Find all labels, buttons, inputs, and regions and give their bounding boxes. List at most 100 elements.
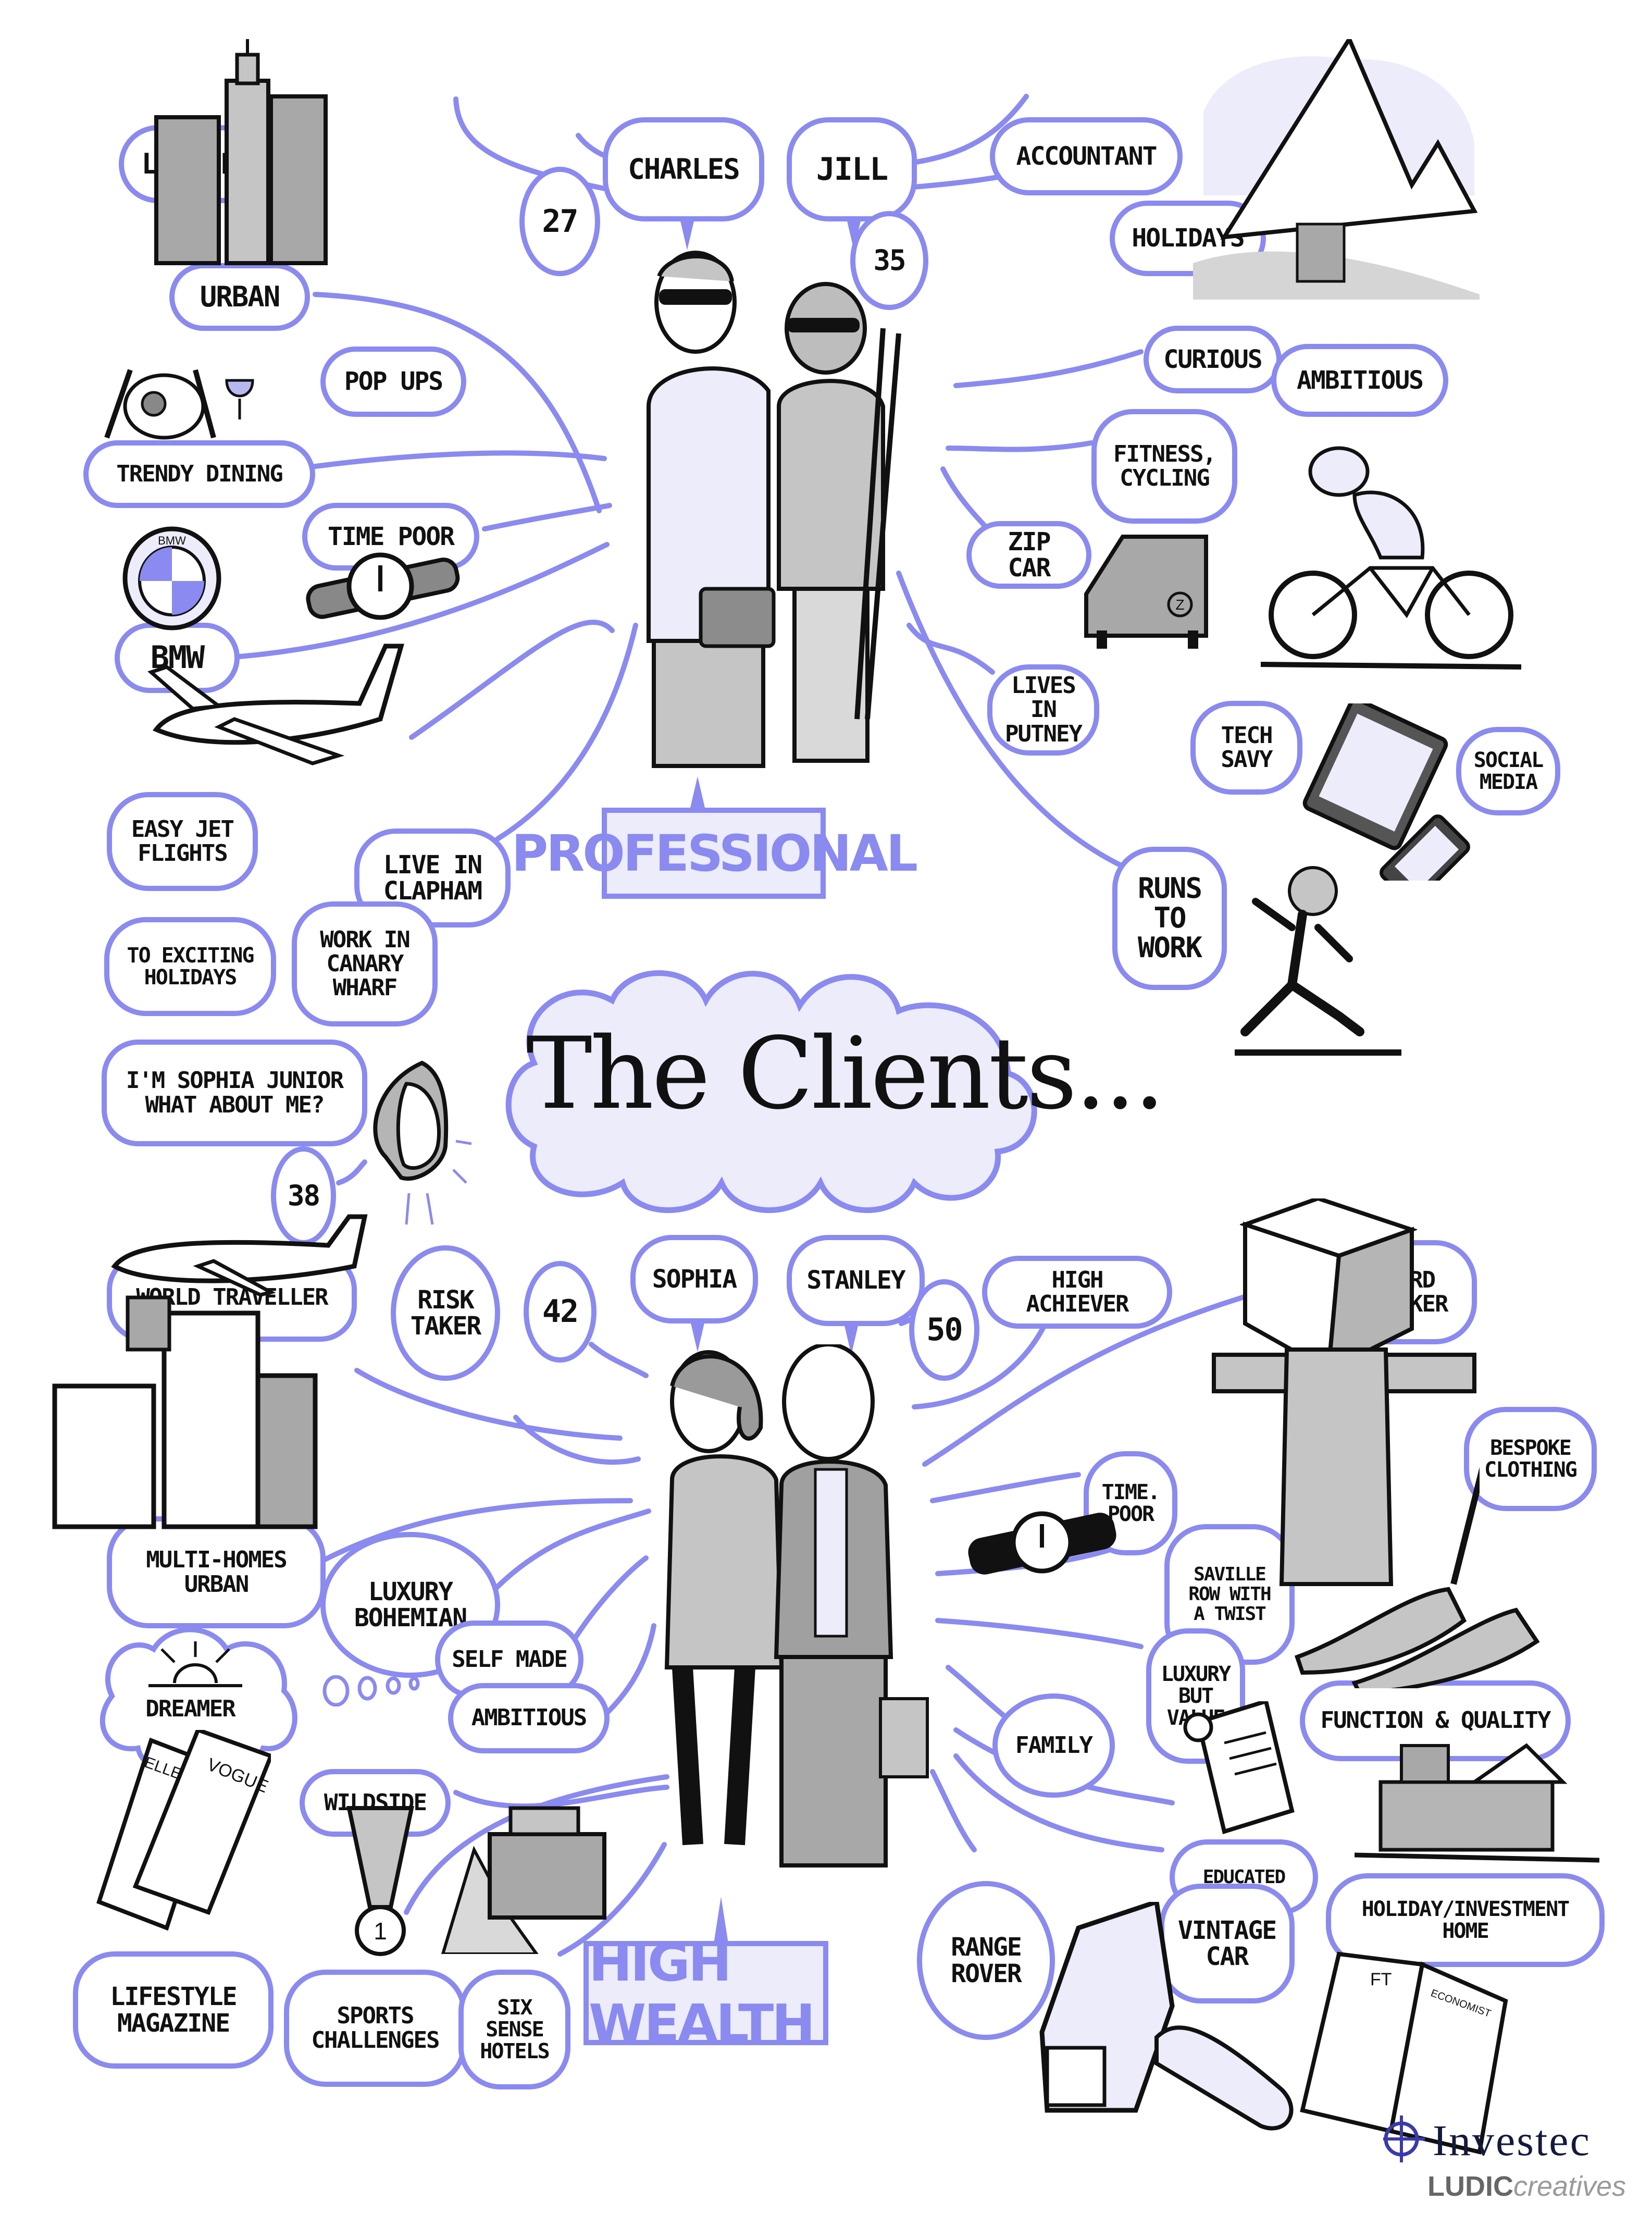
time-poor-label: TIME POOR <box>327 522 455 551</box>
trait-tech-savvy: TECH SAVY <box>1190 701 1302 795</box>
professional-banner-tail <box>690 776 705 808</box>
wristwatch-hw-icon <box>968 1511 1116 1575</box>
age-42: 42 <box>524 1261 597 1363</box>
sophia-junior-quote: I'M SOPHIA JUNIOR WHAT ABOUT ME? <box>102 1040 367 1146</box>
bmw-badge-text: BMW <box>158 534 186 547</box>
bespoke-clothing-label: BESPOKE CLOTHING <box>1484 1436 1578 1482</box>
trait-sports-challenges: SPORTS CHALLENGES <box>284 1970 466 2087</box>
high-wealth-banner: HIGH WEALTH <box>583 1932 828 2054</box>
age-35-label: 35 <box>873 243 906 277</box>
age-27: 27 <box>519 167 600 276</box>
trait-time-poor-hw: TIME. POOR <box>1084 1451 1177 1555</box>
charles-tail <box>680 219 694 250</box>
trendy-dining-label: TRENDY DINING <box>116 460 283 487</box>
thought-dots-icon <box>322 1675 420 1706</box>
vintage-car-label: VINTAGE CAR <box>1177 1915 1277 1971</box>
high-wealth-banner-label: HIGH WEALTH <box>589 1932 815 2054</box>
trait-family: FAMILY <box>992 1693 1115 1798</box>
connector-timepoor-hw <box>930 1472 1081 1503</box>
lifestyle-magazine-label: LIFESTYLE MAGAZINE <box>110 1982 237 2038</box>
live-clapham-label: LIVE IN CLAPHAM <box>383 850 482 906</box>
high-wealth-banner-tail <box>714 1897 728 1944</box>
educated-label: EDUCATED <box>1202 1866 1286 1888</box>
name-sophia: SOPHIA <box>630 1235 758 1324</box>
ambitious-label: AMBITIOUS <box>1296 365 1424 395</box>
skyscraper-icon <box>154 39 328 265</box>
runner-icon <box>1235 866 1401 1056</box>
easy-jet-label: EASY JET FLIGHTS <box>131 815 234 867</box>
connector-world <box>354 1368 623 1441</box>
holiday-home-icon <box>1355 1743 1600 1863</box>
hotel-icon <box>441 1806 606 1954</box>
dining-plate-icon <box>104 369 254 440</box>
professional-banner: PROFESSIONAL <box>512 808 918 899</box>
ludic-text: LUDIC <box>1427 2171 1513 2202</box>
vintage-car-icon <box>1154 2025 1294 2131</box>
investec-logo-icon <box>1383 2116 1425 2162</box>
connector-risk <box>513 1415 641 1465</box>
medal-number: 1 <box>374 1918 387 1945</box>
creatives-text: creatives <box>1513 2171 1626 2202</box>
sports-challenges-label: SPORTS CHALLENGES <box>311 2002 440 2054</box>
age-50-label: 50 <box>926 1312 963 1348</box>
luxury-bohemian-label: LUXURY BOHEMIAN <box>354 1577 467 1632</box>
function-quality-label: FUNCTION & QUALITY <box>1320 1707 1551 1734</box>
pop-ups-label: POP UPS <box>344 367 443 397</box>
paper-stack-icon <box>1240 1198 1417 1374</box>
urban-house-icon <box>52 1295 318 1529</box>
exciting-holidays-label: TO EXCITING HOLIDAYS <box>127 944 255 990</box>
urban-label: URBAN <box>200 280 281 313</box>
fitness-label: FITNESS, CYCLING <box>1113 440 1216 491</box>
trait-exciting-holidays: TO EXCITING HOLIDAYS <box>104 917 276 1016</box>
tablet-phone-icon <box>1302 703 1470 881</box>
zip-car-label: ZIP CAR <box>1008 527 1051 583</box>
connector-curious <box>953 349 1144 388</box>
connector-timepoor <box>482 503 612 531</box>
thought-dots <box>107 1675 148 1706</box>
self-made-label: SELF MADE <box>452 1646 567 1673</box>
time-poor-hw-label: TIME. POOR <box>1101 1480 1160 1526</box>
connector-range <box>930 1769 977 1852</box>
tech-savvy-label: TECH SAVY <box>1221 722 1273 773</box>
high-achiever-label: HIGH ACHIEVER <box>1026 1266 1129 1317</box>
connector-clapham <box>495 623 638 842</box>
connector-42 <box>589 1342 649 1378</box>
high-wealth-couple-illustration <box>664 1344 929 1867</box>
wristwatch-icon <box>306 552 460 620</box>
jet-plane-icon <box>111 1214 368 1297</box>
cyclist-icon <box>1260 446 1522 670</box>
charles-label: CHARLES <box>628 152 740 185</box>
trait-work-canary: WORK IN CANARY WHARF <box>292 901 438 1026</box>
age-50: 50 <box>909 1279 979 1381</box>
stanley-label: STANLEY <box>806 1266 905 1295</box>
risk-taker-label: RISK TAKER <box>410 1285 482 1341</box>
trait-multi-homes: MULTI-HOMES URBAN <box>107 1516 326 1628</box>
jill-label: JILL <box>816 151 888 188</box>
connector-luxvalue <box>935 1618 1144 1649</box>
magazines-icon: VOGUE ELLE <box>96 1730 271 1931</box>
trait-easy-jet: EASY JET FLIGHTS <box>107 792 258 891</box>
range-rover-icon <box>1039 1902 1175 2113</box>
trait-curious: CURIOUS <box>1144 326 1282 393</box>
svg-text:Z: Z <box>1175 597 1184 613</box>
trait-ambitious: AMBITIOUS <box>1271 344 1448 417</box>
trait-trendy-dining: TRENDY DINING <box>83 440 315 508</box>
range-rover-label: RANGE ROVER <box>951 1933 1022 1988</box>
connector-lux-bohemian <box>492 1508 651 1592</box>
holiday-home-label: HOLIDAY/INVESTMENT HOME <box>1361 1897 1570 1943</box>
investec-logo-text: Investec <box>1433 2117 1591 2165</box>
work-canary-label: WORK IN CANARY WHARF <box>320 926 410 1001</box>
bmw-logo-icon: BMW <box>122 526 221 630</box>
saville-row-label: SAVILLE ROW WITH A TWIST <box>1188 1564 1271 1625</box>
diploma-scroll-icon <box>1183 1701 1295 1835</box>
professional-couple-illustration <box>647 251 901 768</box>
zipcar-icon: Z <box>1084 535 1208 649</box>
name-stanley: STANLEY <box>787 1235 925 1326</box>
trait-zip-car: ZIP CAR <box>966 521 1091 589</box>
trait-lifestyle-magazine: LIFESTYLE MAGAZINE <box>73 1951 274 2069</box>
trait-accountant: ACCOUNTANT <box>990 117 1183 195</box>
trait-runs-to-work: RUNS TO WORK <box>1112 847 1227 990</box>
dreamer-label: DREAMER <box>145 1695 235 1722</box>
trait-pop-ups: POP UPS <box>320 347 466 417</box>
trait-lives-putney: LIVES IN PUTNEY <box>987 664 1099 756</box>
